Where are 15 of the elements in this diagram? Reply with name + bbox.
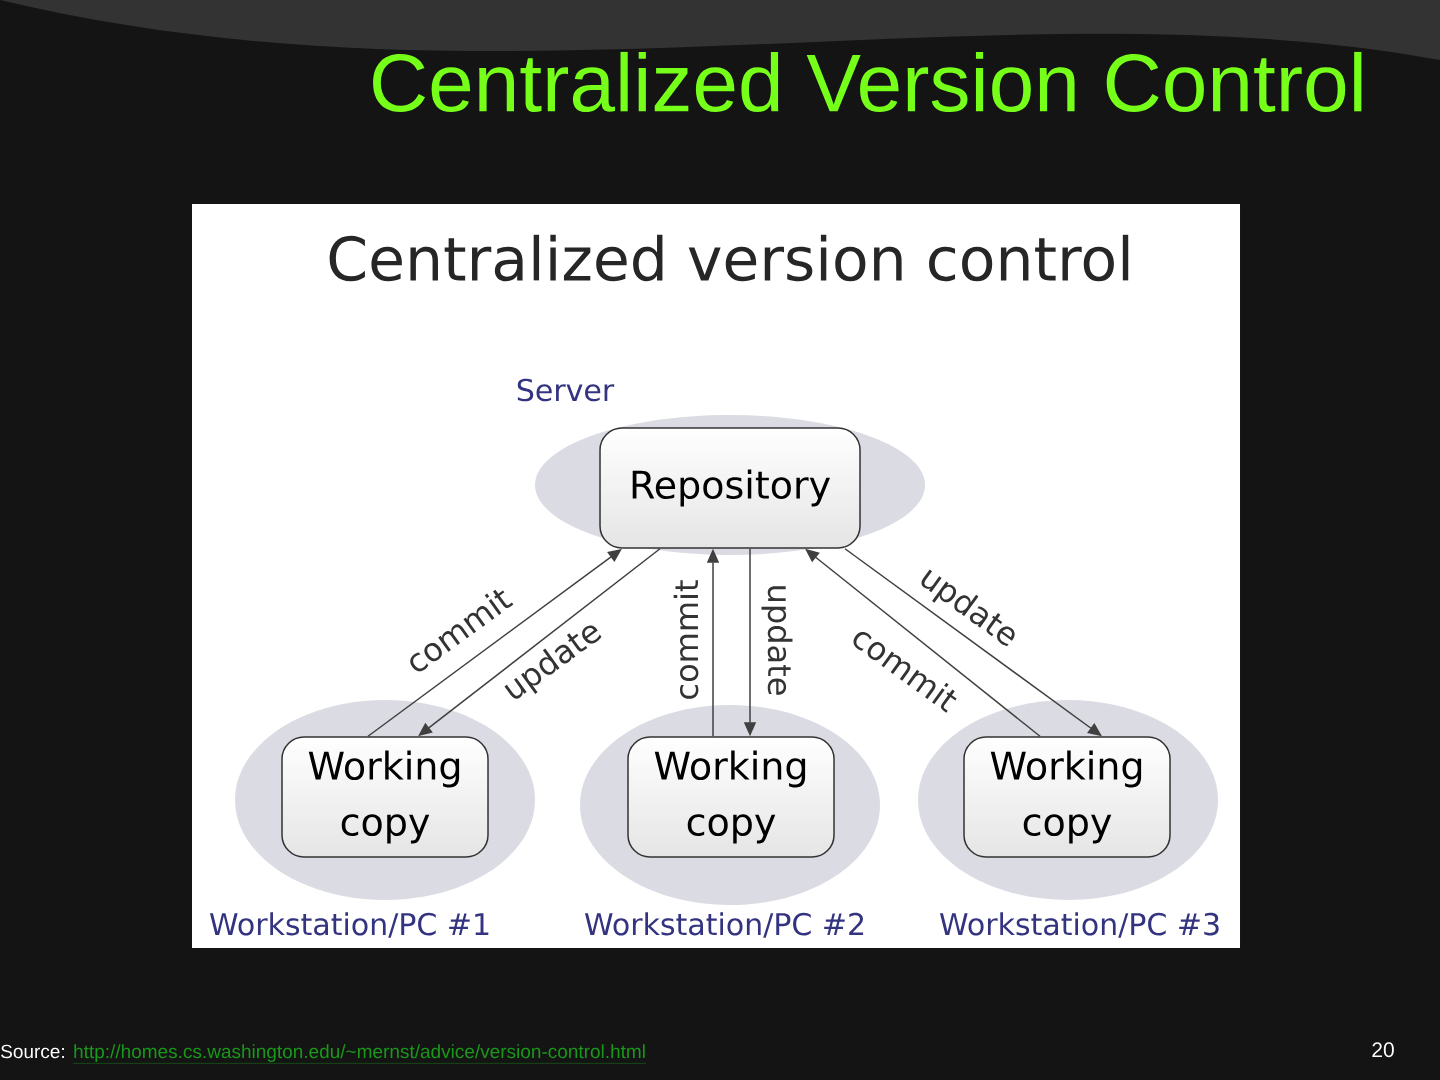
node-label: Workstation/PC #2 — [584, 912, 864, 938]
rounded-box: Working copy — [281, 736, 489, 858]
node-label: Workstation/PC #3 — [939, 912, 1219, 938]
edge-label: commit — [672, 578, 700, 702]
source-label: Source: — [1, 1044, 64, 1059]
node-label: Workstation/PC #1 — [209, 912, 489, 938]
rounded-box: Working copy — [627, 736, 835, 858]
rounded-box: Working copy — [963, 736, 1171, 858]
source-link: http://homes.cs.washington.edu/~mernst/advice/version-control.html — [72, 1044, 647, 1064]
page-number: 20 — [1372, 1042, 1394, 1058]
slide-title: Centralized Version Control — [373, 51, 1362, 113]
diagram-heading: Centralized version control — [329, 234, 1129, 282]
edge-label: update — [760, 582, 794, 698]
node-label: Server — [517, 378, 615, 402]
rounded-box: Repository — [599, 427, 861, 549]
